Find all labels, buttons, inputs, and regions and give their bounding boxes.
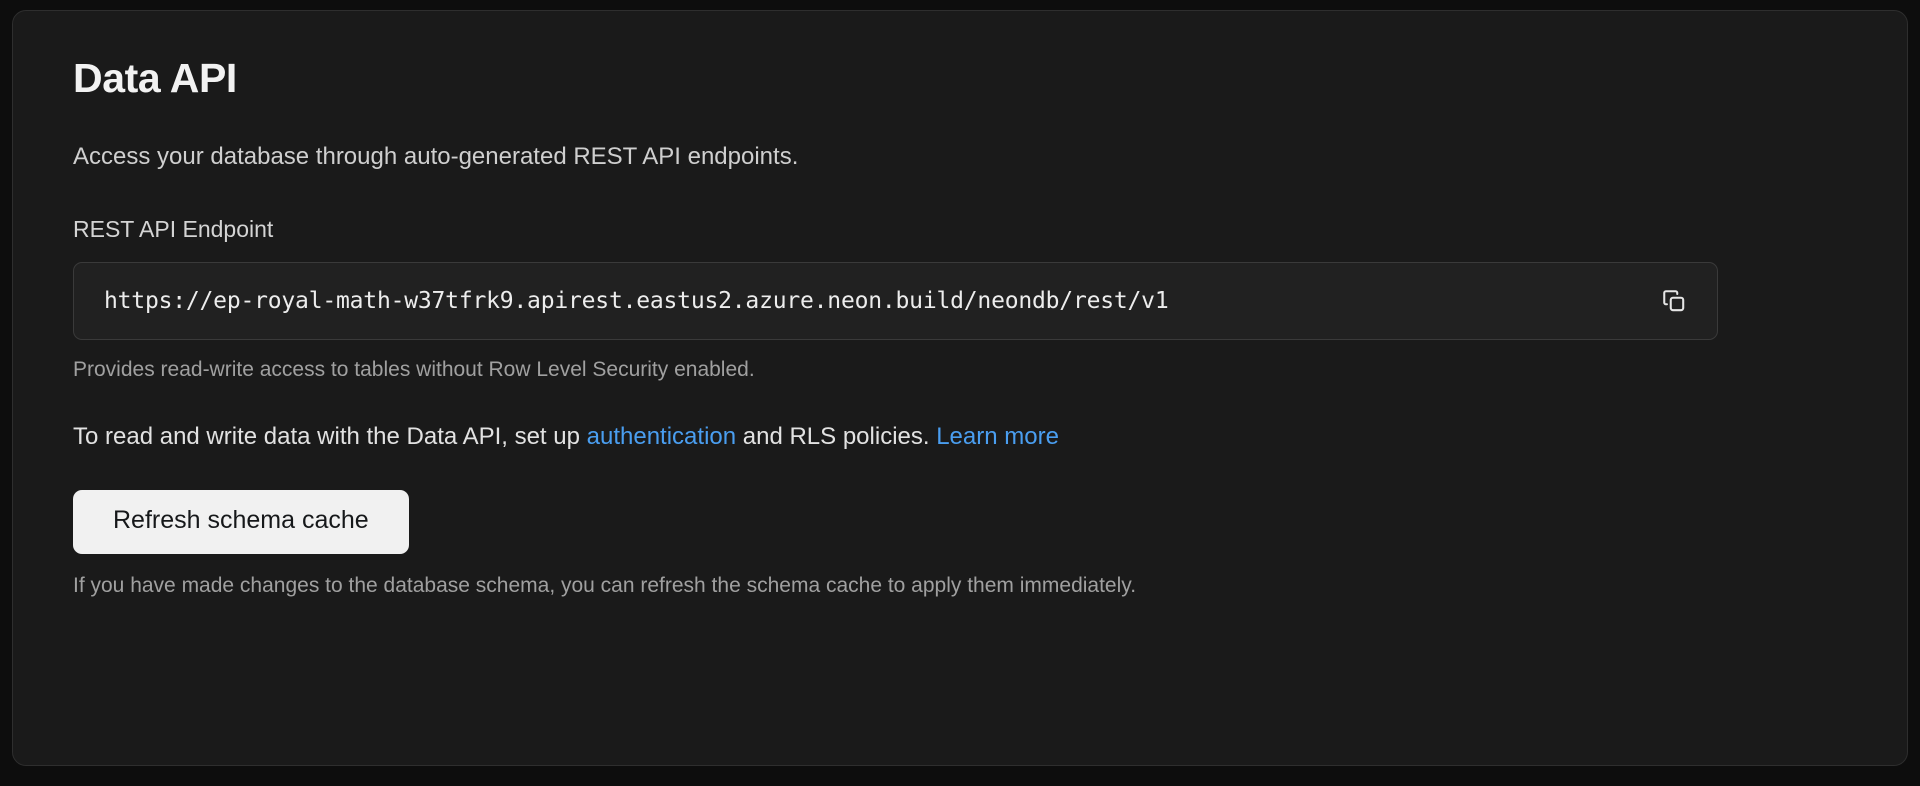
card-description: Access your database through auto-genera… bbox=[73, 143, 799, 171]
auth-info-line: To read and write data with the Data API… bbox=[73, 421, 1847, 452]
rest-api-endpoint-value[interactable]: https://ep-royal-math-w37tfrk9.apirest.e… bbox=[104, 287, 1169, 314]
endpoint-helper-text: Provides read-write access to tables wit… bbox=[73, 357, 755, 381]
refresh-schema-cache-button[interactable]: Refresh schema cache bbox=[73, 490, 409, 554]
page-title: Data API bbox=[73, 55, 237, 101]
authentication-link[interactable]: authentication bbox=[586, 422, 737, 450]
auth-info-prefix: To read and write data with the Data API… bbox=[73, 422, 587, 450]
learn-more-link[interactable]: Learn more bbox=[936, 422, 1059, 450]
refresh-schema-footnote: If you have made changes to the database… bbox=[73, 573, 1137, 597]
rest-api-endpoint-field[interactable]: https://ep-royal-math-w37tfrk9.apirest.e… bbox=[73, 261, 1718, 340]
copy-icon bbox=[1661, 288, 1687, 314]
auth-info-middle: and RLS policies. bbox=[736, 422, 937, 450]
rest-api-endpoint-label: REST API Endpoint bbox=[73, 216, 274, 243]
copy-endpoint-button[interactable] bbox=[1653, 280, 1695, 322]
data-api-card: Data API Access your database through au… bbox=[12, 10, 1908, 766]
